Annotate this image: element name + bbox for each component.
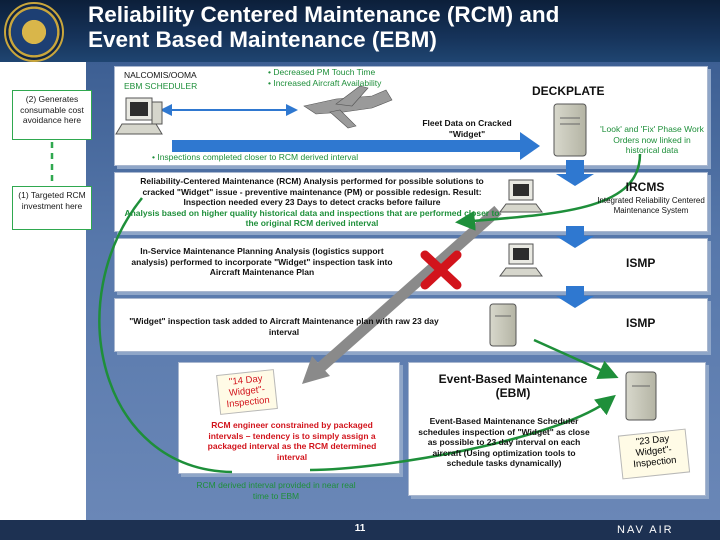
green-arrow-to-ebm: [309, 394, 616, 472]
ismp-computer-icon: [499, 243, 543, 277]
ebm-title: Event-Based Maintenance (EBM): [438, 372, 588, 400]
title-line-2: Event Based Maintenance (EBM): [88, 27, 437, 52]
page-number: 11: [354, 523, 366, 534]
title-line-1: Reliability Centered Maintenance (RCM) a…: [88, 2, 560, 27]
ismp-analysis-text: In-Service Maintenance Planning Analysis…: [131, 246, 393, 277]
footer-bar: [0, 520, 720, 540]
ismp-server-icon: [489, 303, 517, 347]
green-curve-left: [98, 197, 233, 474]
rcm-derived-interval-text: RCM derived interval provided in near re…: [196, 480, 356, 501]
deckplate-title: DECKPLATE: [532, 84, 605, 98]
navair-logo: NAV AIR: [617, 524, 674, 536]
red-x-icon: [420, 250, 462, 290]
ircms-subtitle: Integrated Reliability Centered Maintena…: [597, 196, 705, 215]
rcm-engineer-text: RCM engineer constrained by packaged int…: [207, 420, 377, 462]
ircms-title: IRCMS: [625, 180, 665, 194]
fourteen-day-inspection-card: "14 Day Widget"- Inspection: [216, 369, 278, 415]
twenty-three-day-inspection-card: "23 Day Widget"- Inspection: [617, 428, 691, 480]
header-bar: [0, 0, 720, 62]
ismp-label-2: ISMP: [626, 316, 656, 330]
ircms-computer-icon: [499, 179, 543, 213]
ebm-scheduler-text: Event-Based Maintenance Scheduler schedu…: [418, 416, 590, 468]
widget-task-text: "Widget" inspection task added to Aircra…: [129, 316, 439, 337]
gray-diagonal-arrow: [316, 205, 502, 373]
green-arrow-to-ebm-server: [533, 338, 619, 379]
slide-title: Reliability Centered Maintenance (RCM) a…: [88, 2, 718, 52]
fleet-data-arrow-head: [520, 132, 540, 160]
inspections-bullet: • Inspections completed closer to RCM de…: [152, 152, 359, 162]
deckplate-server-icon: [553, 103, 587, 157]
rcm-investment-box: (1) Targeted RCM investment here: [12, 186, 92, 230]
harrier-jet-icon: [303, 85, 393, 129]
rcm-analysis-text: Reliability-Centered Maintenance (RCM) A…: [124, 176, 500, 228]
down-arrows: [556, 160, 594, 308]
green-arrow-look-fix: [455, 153, 642, 231]
fleet-data-label: Fleet Data on Cracked "Widget": [422, 118, 512, 139]
ismp-label-1: ISMP: [626, 256, 656, 270]
naval-air-systems-command-seal-icon: [4, 2, 64, 62]
rcm-interval-panel: [178, 362, 400, 474]
ismp-panel-2: [114, 298, 708, 352]
nalcomis-label: NALCOMIS/OOMA EBM SCHEDULER: [124, 70, 198, 91]
cost-avoidance-box: (2) Generates consumable cost avoidance …: [12, 90, 92, 140]
benefit-bullets: • Decreased PM Touch Time • Increased Ai…: [268, 67, 382, 88]
nalcomis-computer-icon: [115, 97, 163, 135]
ircms-panel: [114, 172, 708, 232]
ebm-server-icon: [625, 371, 657, 421]
fleet-data-arrow-shaft: [172, 140, 520, 152]
look-fix-note: 'Look' and 'Fix' Phase Work Orders now l…: [600, 124, 704, 155]
